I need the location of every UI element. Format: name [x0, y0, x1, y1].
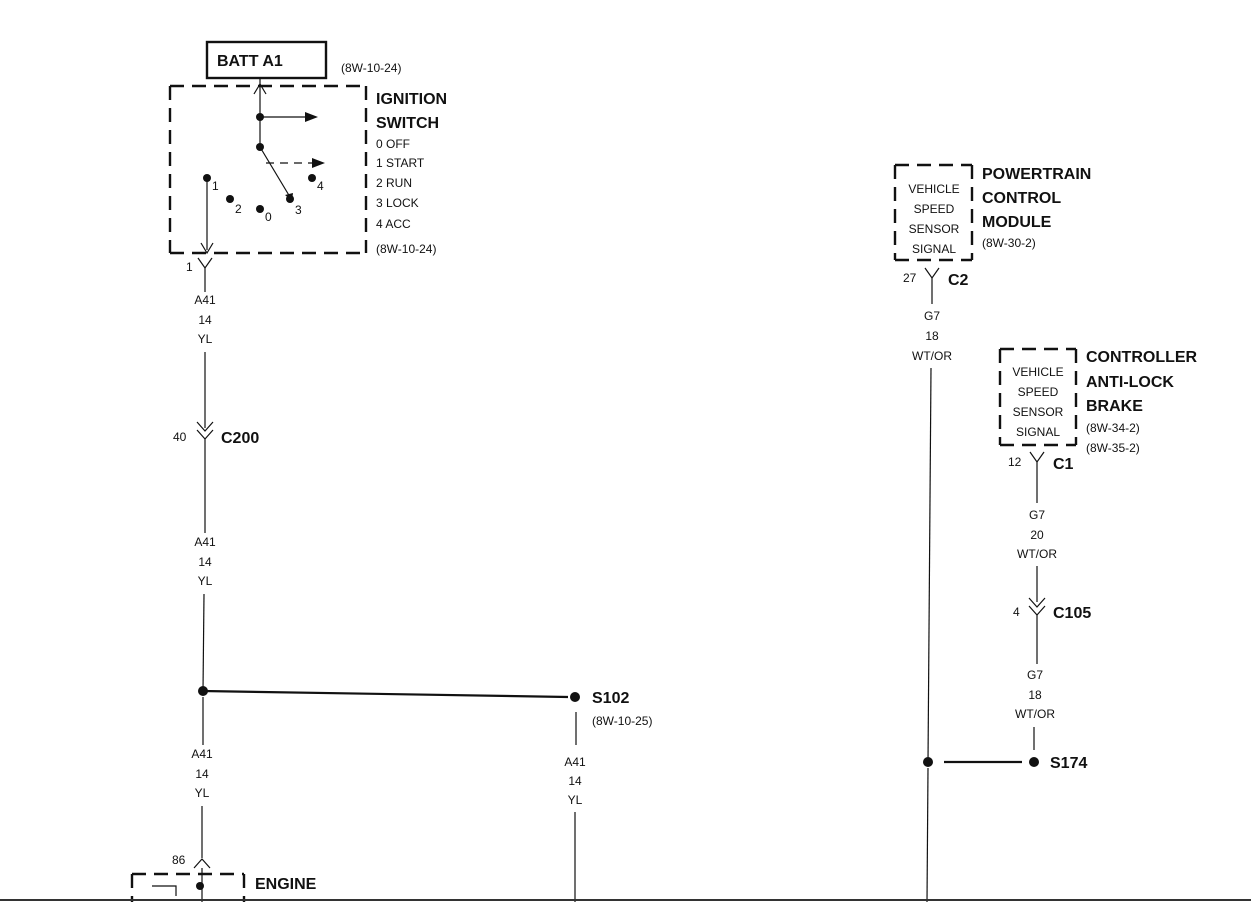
ignition-position-4: 4 ACC: [376, 217, 411, 231]
ignition-position-0: 0 OFF: [376, 137, 410, 151]
engine-connector-symbol: [193, 858, 211, 869]
contact-number-1: 1: [212, 179, 219, 193]
cab-title-2: ANTI-LOCK: [1086, 374, 1174, 391]
wire-segment: [927, 367, 932, 763]
wire-gauge: 18: [925, 329, 939, 343]
cab-connector-name: C1: [1053, 456, 1074, 473]
c105-name: C105: [1053, 605, 1091, 622]
splice-wire: [202, 689, 569, 699]
ignition-ref: (8W-10-24): [376, 242, 436, 256]
cab-inner-line-1: VEHICLE: [1012, 365, 1063, 379]
splice-dot: [923, 757, 933, 767]
engine-starter-box: [130, 872, 246, 902]
wire-color: WT/OR: [1017, 547, 1057, 561]
wire-color: YL: [198, 332, 213, 346]
pcm-connector-symbol: [924, 267, 940, 280]
wire-color: YL: [198, 574, 213, 588]
batt-a1-box: [205, 40, 328, 80]
c105-connector-symbol: [1028, 597, 1046, 608]
pcm-inner-line-4: SIGNAL: [912, 242, 956, 256]
wire-gauge: 14: [198, 313, 212, 327]
cab-inner-line-2: SPEED: [1018, 385, 1059, 399]
wire-color: WT/OR: [1015, 707, 1055, 721]
cab-ref-1: (8W-34-2): [1086, 421, 1140, 435]
wire-segment: [202, 593, 205, 692]
engine-pin: 86: [172, 853, 186, 867]
batt-ref: (8W-10-24): [341, 61, 401, 75]
ignition-position-3: 3 LOCK: [376, 196, 419, 210]
pcm-ref: (8W-30-2): [982, 236, 1036, 250]
wire-circuit: A41: [194, 535, 216, 549]
pcm-title-2: CONTROL: [982, 190, 1061, 207]
s102-ref: (8W-10-25): [592, 714, 652, 728]
cab-connector-symbol: [1029, 451, 1045, 464]
pcm-pin: 27: [903, 271, 917, 285]
engine-title: ENGINE: [255, 876, 317, 893]
ignition-position-1: 1 START: [376, 156, 425, 170]
cab-inner-line-4: SIGNAL: [1016, 425, 1060, 439]
wire-color: YL: [195, 786, 210, 800]
contact-number-4: 4: [317, 179, 324, 193]
ignition-connector-symbol: [197, 257, 213, 270]
cab-pin: 12: [1008, 455, 1022, 469]
wire-circuit: G7: [1027, 668, 1043, 682]
cab-inner-line-3: SENSOR: [1013, 405, 1064, 419]
contact-number-2: 2: [235, 202, 242, 216]
s102-name: S102: [592, 690, 629, 707]
wire-gauge: 20: [1030, 528, 1044, 542]
pcm-inner-line-2: SPEED: [914, 202, 955, 216]
cab-ref-2: (8W-35-2): [1086, 441, 1140, 455]
pcm-inner-line-3: SENSOR: [909, 222, 960, 236]
ignition-title-2: SWITCH: [376, 115, 439, 132]
s102-dot: [570, 692, 580, 702]
contact-number-3: 3: [295, 203, 302, 217]
wire-circuit: G7: [1029, 508, 1045, 522]
c200-connector-symbol: [196, 421, 214, 432]
pcm-connector-name: C2: [948, 272, 969, 289]
batt-a1-label: BATT A1: [217, 53, 283, 70]
s174-dot: [1029, 757, 1039, 767]
wire-gauge: 14: [198, 555, 212, 569]
pcm-title-1: POWERTRAIN: [982, 166, 1091, 183]
wire-circuit: A41: [191, 747, 213, 761]
wire-gauge: 14: [568, 774, 582, 788]
c200-name: C200: [221, 430, 259, 447]
s174-name: S174: [1050, 755, 1087, 772]
wire-circuit: A41: [564, 755, 586, 769]
cab-box: [998, 347, 1078, 447]
wire-color: WT/OR: [912, 349, 952, 363]
c105-pin: 4: [1013, 605, 1020, 619]
wire-circuit: A41: [194, 293, 216, 307]
pcm-box: [893, 163, 974, 262]
pcm-inner-line-1: VEHICLE: [908, 182, 959, 196]
ignition-switch-box: [168, 84, 368, 255]
pcm-title-3: MODULE: [982, 214, 1052, 231]
c200-pin: 40: [173, 430, 187, 444]
contact-number-0: 0: [265, 210, 272, 224]
wire-color: YL: [568, 793, 583, 807]
wire-gauge: 18: [1028, 688, 1042, 702]
ignition-position-2: 2 RUN: [376, 176, 412, 190]
wire-circuit: G7: [924, 309, 940, 323]
ignition-pin: 1: [186, 260, 193, 274]
ignition-title-1: IGNITION: [376, 91, 447, 108]
ignition-switch-contacts: [200, 78, 325, 255]
cab-title-1: CONTROLLER: [1086, 349, 1198, 366]
wire-gauge: 14: [195, 767, 209, 781]
cab-title-3: BRAKE: [1086, 398, 1143, 415]
